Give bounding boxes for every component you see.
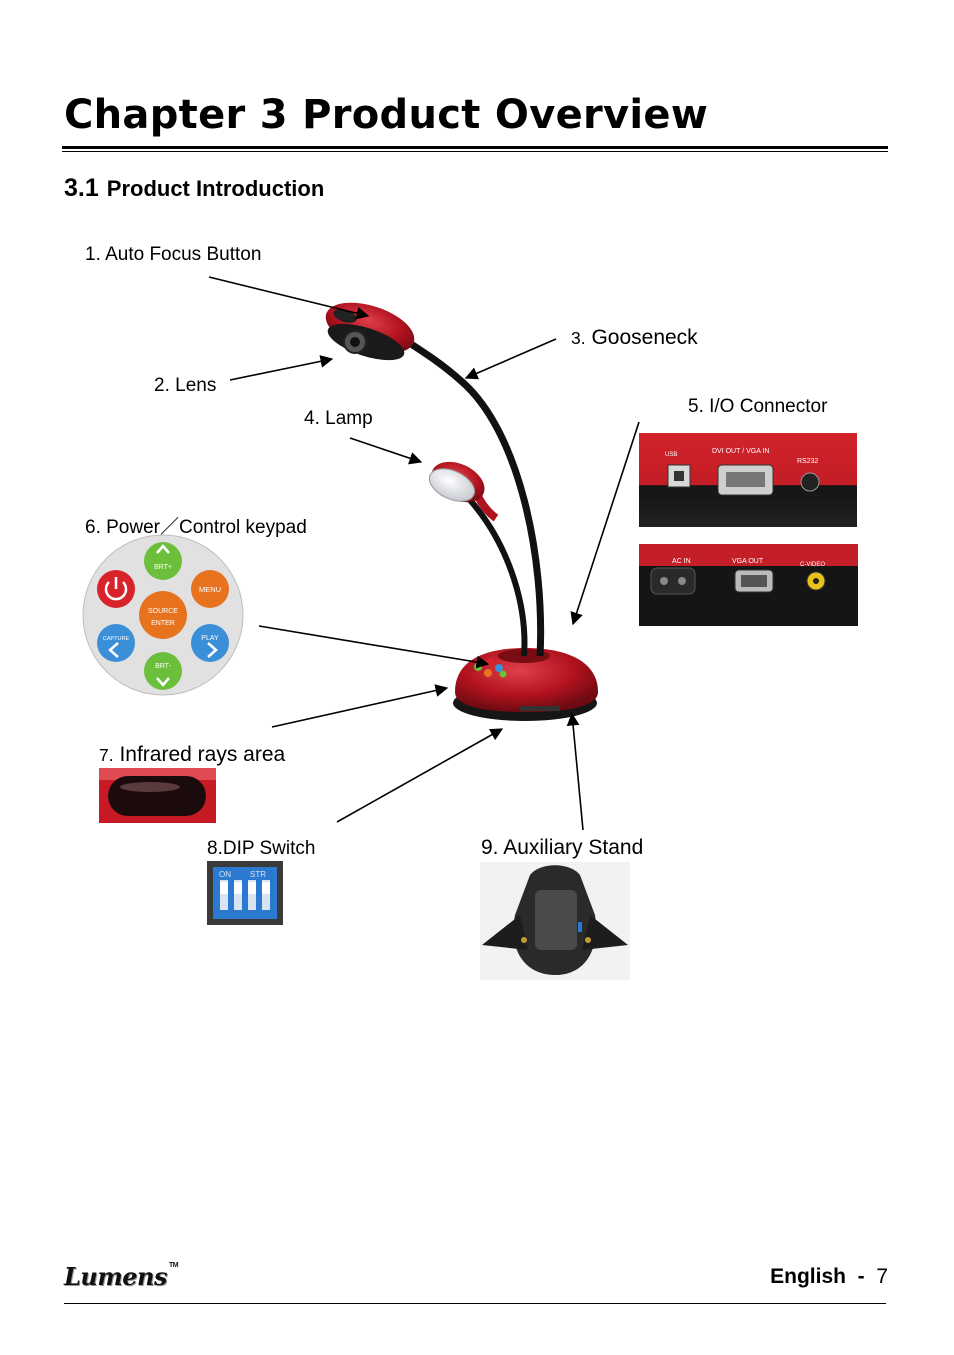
chapter-title: Chapter 3 Product Overview — [64, 92, 709, 138]
camera-head — [325, 302, 415, 361]
footer-page-indicator: English - 7 — [770, 1265, 888, 1289]
lamp-head — [428, 461, 499, 522]
label-gooseneck-number: 3. — [571, 328, 586, 348]
io-connector-photo-bottom: AC IN VGA OUT C-VIDEO — [639, 544, 858, 626]
footer-rule — [64, 1303, 886, 1304]
io-ac-in-label: AC IN — [672, 558, 691, 565]
label-gooseneck-text: Gooseneck — [585, 326, 698, 349]
keypad-photo: BRT+ MENU SOURCE ENTER CAPTURE PLAY BRT- — [82, 534, 244, 696]
keypad-brt-plus: BRT+ — [154, 564, 172, 571]
label-infrared-number: 7. — [99, 745, 114, 765]
label-infrared-text: Infrared rays area — [113, 743, 286, 766]
io-dvi-label: DVI OUT / VGA IN — [712, 448, 769, 455]
page-number: 7 — [876, 1265, 888, 1288]
keypad-capture: CAPTURE — [103, 636, 130, 642]
label-lens: 2. Lens — [154, 375, 217, 396]
title-rule — [62, 146, 888, 149]
logo-trademark: TM — [168, 1262, 179, 1269]
dip-on-label: ON — [219, 870, 231, 879]
aux-stand-photo — [480, 862, 630, 980]
label-auto-focus-button: 1. Auto Focus Button — [85, 244, 262, 265]
infrared-photo — [99, 768, 216, 823]
title-rule-thin — [62, 151, 888, 152]
io-cvideo-label: C-VIDEO — [800, 562, 825, 568]
label-dip-switch: 8.DIP Switch — [207, 838, 316, 859]
keypad-play: PLAY — [201, 635, 219, 642]
io-usb-label: USB — [665, 452, 677, 458]
label-auxiliary-stand: 9. Auxiliary Stand — [481, 836, 644, 859]
label-gooseneck: 3. Gooseneck — [571, 326, 698, 350]
keypad-menu: MENU — [199, 585, 221, 594]
section-title: Product Introduction — [106, 176, 325, 201]
label-lamp: 4. Lamp — [304, 408, 373, 429]
keypad-enter: ENTER — [151, 620, 175, 627]
label-power-control-keypad: 6. Power／Control keypad — [85, 517, 307, 538]
io-connector-photo-top: USB DVI OUT / VGA IN RS232 — [639, 433, 857, 527]
io-rs232-label: RS232 — [797, 458, 819, 465]
section-heading: 3.1 Product Introduction — [64, 174, 324, 203]
footer-separator: - — [857, 1265, 865, 1288]
keypad-brt-minus: BRT- — [155, 663, 171, 670]
camera-base — [453, 648, 598, 721]
dip-str-label: STR — [250, 870, 266, 879]
footer-language: English — [770, 1265, 846, 1288]
keypad-source: SOURCE — [148, 608, 178, 615]
section-number: 3.1 — [64, 174, 99, 202]
dip-switch-photo: ON STR — [207, 861, 283, 925]
label-io-connector: 5. I/O Connector — [688, 396, 828, 417]
label-infrared-rays-area: 7. Infrared rays area — [99, 743, 285, 767]
io-vga-out-label: VGA OUT — [732, 558, 764, 565]
logo-text: Lumens — [64, 1262, 167, 1291]
